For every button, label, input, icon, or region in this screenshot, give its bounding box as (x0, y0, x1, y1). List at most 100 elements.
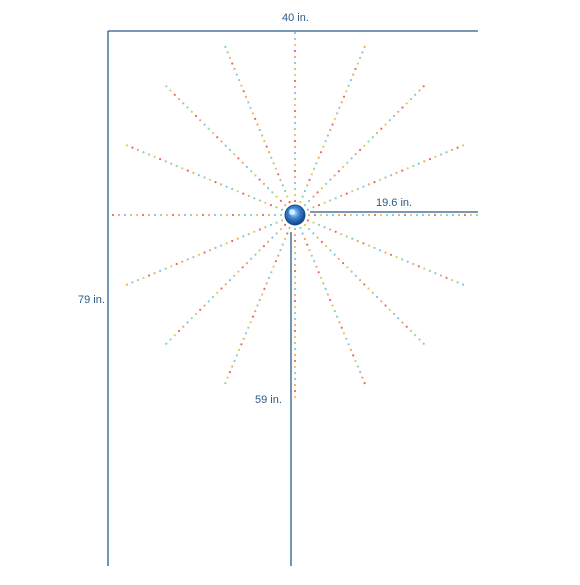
bulb-dot (258, 199, 261, 202)
bulb-dot (293, 103, 297, 107)
bulb-dot (286, 232, 289, 235)
bulb-dot (333, 117, 336, 120)
bulb-dot (271, 236, 274, 239)
bulb-dot (391, 213, 395, 217)
bulb-dot (275, 232, 278, 235)
bulb-dot (363, 45, 366, 49)
bulb-dot (241, 266, 244, 269)
bulb-dot (319, 213, 323, 217)
bulb-dot (208, 178, 212, 181)
bulb-dot (456, 146, 459, 149)
bulb-dot (325, 245, 328, 248)
bulb-dot (186, 169, 189, 172)
bulb-dot (349, 348, 352, 351)
bulb-dot (235, 73, 238, 76)
bulb-dot (301, 232, 304, 235)
bulb-dot (347, 343, 350, 346)
bulb-dot (293, 299, 297, 303)
bulb-dot (317, 271, 320, 274)
light-strand (125, 144, 284, 211)
bulb-dot (356, 187, 359, 191)
bulb-dot (451, 279, 454, 282)
hub-highlight (289, 209, 295, 215)
bulb-dot (422, 85, 425, 88)
light-strand (299, 226, 366, 385)
bulb-dot (293, 395, 297, 399)
bulb-dot (423, 267, 426, 270)
bulb-dot (231, 239, 234, 243)
bulb-dot (231, 365, 234, 368)
bulb-dot (439, 213, 443, 217)
bulb-dot (236, 237, 239, 240)
bulb-dot (261, 134, 264, 137)
bulb-dot (165, 342, 168, 345)
bulb-dot (342, 332, 346, 335)
bulb-dot (417, 162, 420, 165)
bulb-dot (316, 191, 319, 194)
bulb-dot (337, 257, 340, 260)
bulb-dot (421, 213, 425, 217)
bulb-dot (173, 334, 176, 337)
bulb-dot (225, 242, 228, 245)
bulb-dot (279, 249, 282, 252)
bulb-dot (367, 287, 370, 290)
bulb-dot (216, 136, 219, 139)
bulb-dot (293, 239, 297, 243)
bulb-dot (375, 295, 379, 299)
bulb-dot (293, 61, 297, 65)
bulb-dot (203, 123, 206, 126)
bulb-dot (445, 276, 448, 279)
bulb-dot (356, 239, 359, 243)
bulb-dot (388, 308, 391, 311)
bulb-dot (147, 153, 151, 156)
bulb-dot (293, 335, 297, 339)
bulb-dot (262, 182, 265, 185)
bulb-dot (336, 112, 339, 115)
bulb-dot (390, 253, 393, 256)
bulb-dot (265, 145, 268, 148)
bulb-dot (244, 95, 248, 98)
bulb-dot (244, 332, 248, 335)
bulb-dot (354, 67, 357, 71)
bulb-dot (342, 165, 345, 168)
bulb-dot (272, 162, 275, 165)
bulb-dot (397, 213, 401, 217)
bulb-dot (265, 282, 268, 285)
bulb-dot (315, 162, 318, 165)
bulb-dot (293, 67, 297, 71)
bulb-dot (272, 265, 275, 268)
bulb-dot (233, 359, 236, 363)
bulb-dot (171, 213, 175, 217)
bulb-dot (233, 67, 236, 71)
bulb-dot (384, 251, 387, 254)
bulb-dot (373, 213, 377, 217)
bulb-dot (293, 169, 297, 173)
bulb-dot (343, 213, 347, 217)
bulb-dot (313, 167, 316, 170)
bulb-dot (349, 213, 353, 217)
bulb-dot (293, 251, 297, 255)
bulb-dot (293, 175, 297, 179)
bulb-dot (338, 321, 341, 324)
bulb-dot (346, 161, 349, 164)
bulb-dot (367, 244, 370, 247)
width-label: 40 in. (282, 12, 309, 24)
bulb-dot (170, 265, 173, 268)
bulb-dot (153, 213, 157, 217)
bulb-dot (247, 101, 250, 104)
bulb-dot (253, 197, 256, 200)
bulb-dot (434, 272, 437, 275)
bulb-dot (403, 213, 407, 217)
bulb-dot (228, 279, 231, 282)
bulb-dot (267, 240, 270, 243)
bulb-dot (345, 337, 348, 340)
bulb-dot (284, 204, 287, 207)
bulb-dot (131, 281, 134, 284)
bulb-dot (451, 148, 454, 151)
bulb-dot (306, 184, 309, 187)
bulb-dot (293, 377, 297, 381)
light-strand (293, 227, 297, 399)
bulb-dot (111, 213, 115, 217)
bulb-dot (267, 276, 271, 279)
